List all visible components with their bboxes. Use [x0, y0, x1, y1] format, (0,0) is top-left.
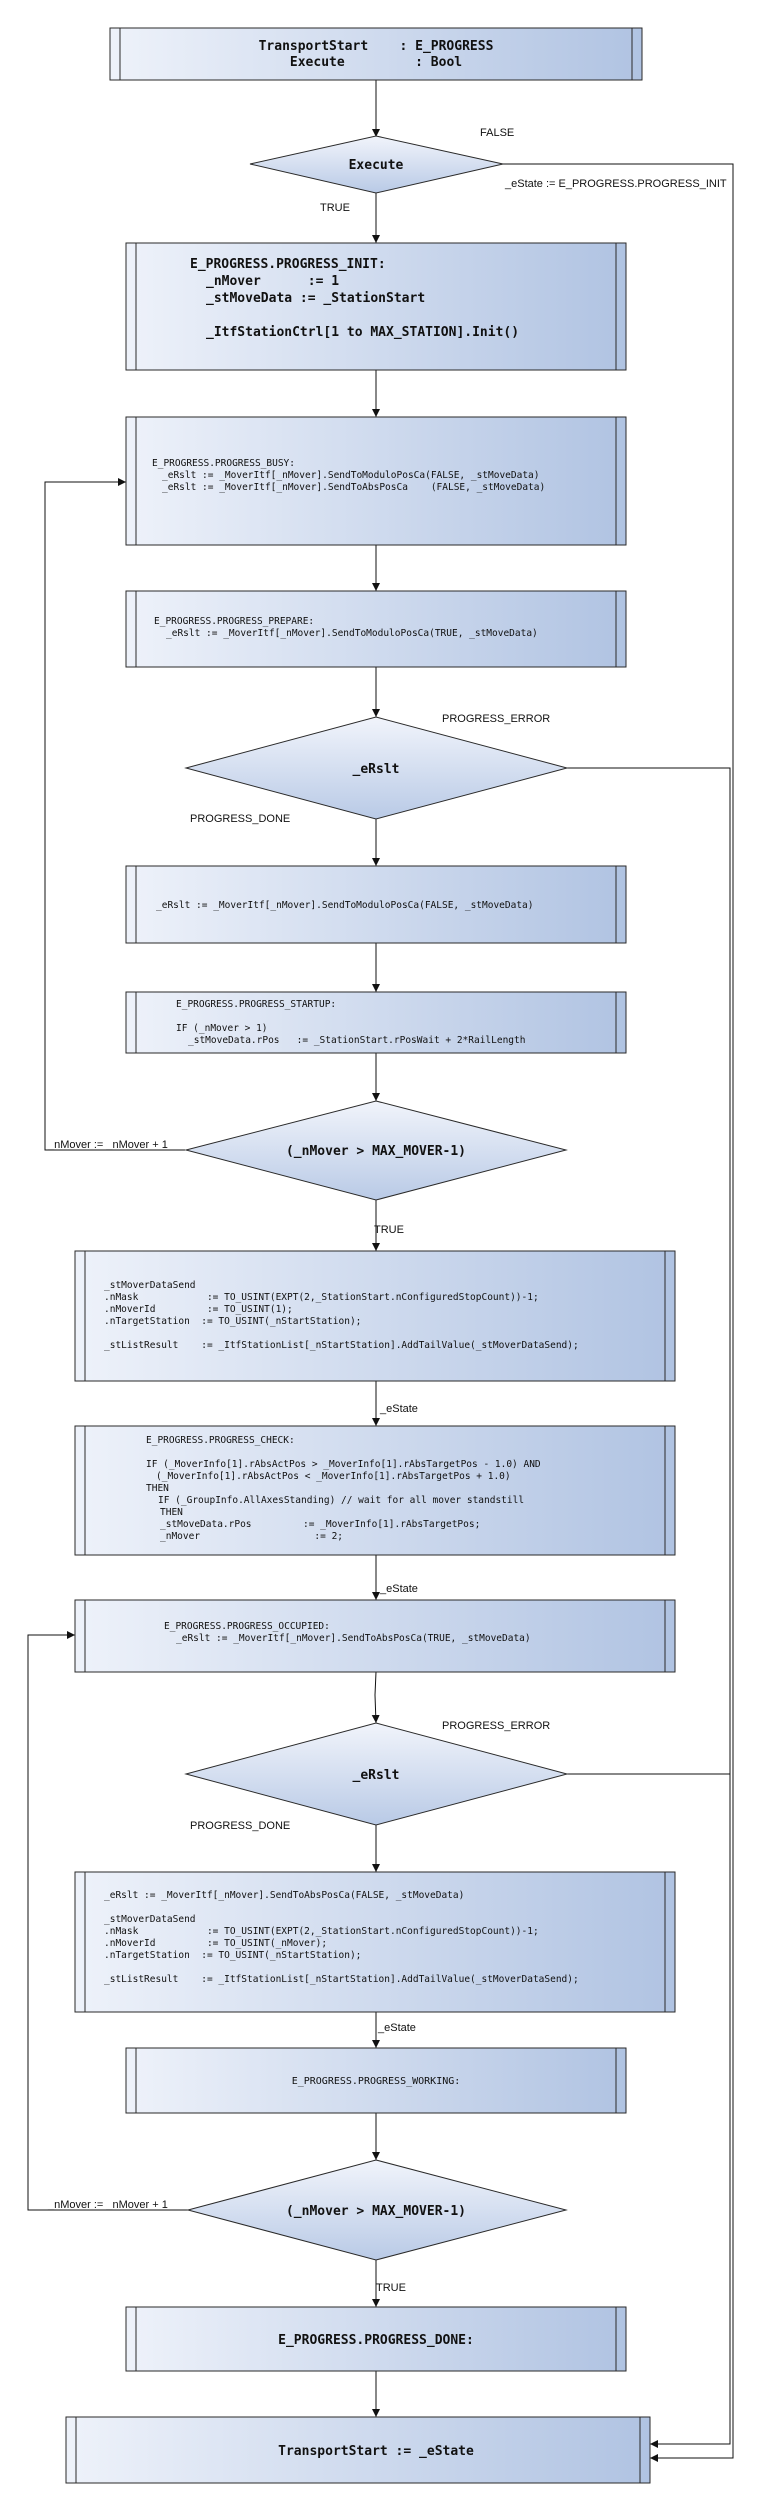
label-false: FALSE	[480, 127, 514, 139]
node-progress-init: E_PROGRESS.PROGRESS_INIT: _nMover := 1 _…	[125, 242, 627, 371]
node-progress-startup: E_PROGRESS.PROGRESS_STARTUP: IF (_nMover…	[125, 991, 627, 1054]
node-start: TransportStart : E_PROGRESS Execute : Bo…	[109, 27, 643, 81]
check-line-5: THEN	[146, 1483, 169, 1494]
decision-erslt-1: _eRslt	[184, 716, 569, 820]
node-progress-check: E_PROGRESS.PROGRESS_CHECK: IF (_MoverInf…	[74, 1425, 676, 1556]
startup-line-3: IF (_nMover > 1)	[176, 1023, 268, 1034]
nmover-1-label: (_nMover > MAX_MOVER-1)	[286, 1144, 466, 1159]
node-mover-data-send-1: _stMoverDataSend .nMask := TO_USINT(EXPT…	[74, 1250, 676, 1382]
label-progress-error-2: PROGRESS_ERROR	[442, 1720, 550, 1732]
label-estate-init: _eState := E_PROGRESS.PROGRESS_INIT	[504, 178, 727, 190]
node-progress-done: E_PROGRESS.PROGRESS_DONE:	[125, 2306, 627, 2372]
send1-line-4: .nTargetStation := TO_USINT(_nStartStati…	[104, 1316, 361, 1327]
label-nmover-increment-1: _nMover := _nMover + 1	[47, 1139, 168, 1151]
done-line-1: E_PROGRESS.PROGRESS_DONE:	[278, 2333, 474, 2348]
start-line-1: TransportStart : E_PROGRESS	[259, 39, 494, 54]
label-estate-3: _eState	[377, 2022, 416, 2034]
busy-line-3: _eRslt := _MoverItf[_nMover].SendToAbsPo…	[162, 482, 545, 493]
check-line-8: _stMoveData.rPos := _MoverInfo[1].rAbsTa…	[160, 1519, 480, 1530]
init-line-1: E_PROGRESS.PROGRESS_INIT:	[190, 257, 386, 272]
node-progress-working: E_PROGRESS.PROGRESS_WORKING:	[125, 2047, 627, 2114]
node-send-modulo: _eRslt := _MoverItf[_nMover].SendToModul…	[125, 865, 627, 944]
send1-line-6: _stListResult := _ItfStationList[_nStart…	[104, 1340, 579, 1351]
edge-nmover2-loop	[27, 1631, 188, 2211]
check-line-9: _nMover := 2;	[160, 1531, 343, 1542]
label-estate-1: _eState	[379, 1403, 418, 1415]
check-line-3: IF (_MoverInfo[1].rAbsActPos > _MoverInf…	[146, 1459, 541, 1470]
edge-labels: FALSE _eState := E_PROGRESS.PROGRESS_INI…	[47, 127, 727, 2294]
busy-line-1: E_PROGRESS.PROGRESS_BUSY:	[152, 458, 295, 469]
label-estate-2: _eState	[379, 1583, 418, 1595]
node-progress-prepare: E_PROGRESS.PROGRESS_PREPARE: _eRslt := _…	[125, 590, 627, 668]
edge-nmover1-loop	[44, 478, 185, 1151]
label-true-2: TRUE	[374, 1224, 404, 1236]
erslt-2-label: _eRslt	[353, 1768, 400, 1783]
busy-line-2: _eRslt := _MoverItf[_nMover].SendToModul…	[162, 470, 540, 481]
node-end: TransportStart := _eState	[65, 2416, 651, 2484]
start-line-2: Execute : Bool	[290, 55, 462, 70]
check-line-7: THEN	[160, 1507, 183, 1518]
working-line-1: E_PROGRESS.PROGRESS_WORKING:	[292, 2076, 461, 2087]
decision-erslt-2: _eRslt	[184, 1722, 569, 1826]
init-line-3: _stMoveData := _StationStart	[206, 291, 425, 306]
end-line-1: TransportStart := _eState	[278, 2444, 474, 2459]
erslt-1-label: _eRslt	[353, 762, 400, 777]
edge-execute-false	[503, 163, 734, 2462]
prepare-line-2: _eRslt := _MoverItf[_nMover].SendToModul…	[166, 628, 538, 639]
edge-occupied-to-erslt2	[371, 1671, 380, 1724]
init-line-2: _nMover := 1	[206, 274, 339, 289]
label-progress-done-1: PROGRESS_DONE	[190, 813, 290, 825]
check-line-4: (_MoverInfo[1].rAbsActPos < _MoverInfo[1…	[156, 1471, 511, 1482]
node-progress-occupied: E_PROGRESS.PROGRESS_OCCUPIED: _eRslt := …	[74, 1599, 676, 1673]
occupied-line-2: _eRslt := _MoverItf[_nMover].SendToAbsPo…	[176, 1633, 531, 1644]
send2-line-1: _eRslt := _MoverItf[_nMover].SendToAbsPo…	[104, 1890, 464, 1901]
decision-nmover-1: (_nMover > MAX_MOVER-1)	[184, 1100, 568, 1201]
occupied-line-1: E_PROGRESS.PROGRESS_OCCUPIED:	[164, 1621, 330, 1632]
decision-execute: Execute	[249, 135, 504, 194]
send2-line-8: _stListResult := _ItfStationList[_nStart…	[104, 1974, 579, 1985]
check-line-1: E_PROGRESS.PROGRESS_CHECK:	[146, 1435, 295, 1446]
send2-line-4: .nMask := TO_USINT(EXPT(2,_StationStart.…	[104, 1926, 539, 1937]
execute-label: Execute	[349, 158, 404, 173]
send2-line-3: _stMoverDataSend	[104, 1914, 196, 1925]
label-progress-done-2: PROGRESS_DONE	[190, 1820, 290, 1832]
node-send-abs-data: _eRslt := _MoverItf[_nMover].SendToAbsPo…	[74, 1871, 676, 2013]
send1-line-2: .nMask := TO_USINT(EXPT(2,_StationStart.…	[104, 1292, 539, 1303]
prepare-line-1: E_PROGRESS.PROGRESS_PREPARE:	[154, 616, 314, 627]
send1-line-3: .nMoverId := TO_USINT(1);	[104, 1304, 293, 1315]
connectors	[27, 80, 734, 2462]
nmover-2-label: (_nMover > MAX_MOVER-1)	[286, 2204, 466, 2219]
edge-erslt1-error	[567, 767, 731, 2448]
modulo-line-1: _eRslt := _MoverItf[_nMover].SendToModul…	[156, 900, 534, 911]
node-progress-busy: E_PROGRESS.PROGRESS_BUSY: _eRslt := _Mov…	[125, 416, 627, 546]
send2-line-5: .nMoverId := TO_USINT(_nMover);	[104, 1938, 327, 1949]
check-line-6: IF (_GroupInfo.AllAxesStanding) // wait …	[158, 1495, 524, 1506]
startup-line-1: E_PROGRESS.PROGRESS_STARTUP:	[176, 999, 336, 1010]
label-progress-error-1: PROGRESS_ERROR	[442, 713, 550, 725]
label-true-1: TRUE	[320, 202, 350, 214]
send2-line-6: .nTargetStation := TO_USINT(_nStartStati…	[104, 1950, 361, 1961]
label-true-3: TRUE	[376, 2282, 406, 2294]
init-line-5: _ItfStationCtrl[1 to MAX_STATION].Init()	[206, 325, 519, 340]
send1-line-1: _stMoverDataSend	[104, 1280, 196, 1291]
decision-nmover-2: (_nMover > MAX_MOVER-1)	[186, 2159, 568, 2261]
startup-line-4: _stMoveData.rPos := _StationStart.rPosWa…	[188, 1035, 525, 1046]
label-nmover-increment-2: _nMover := _nMover + 1	[47, 2199, 168, 2211]
